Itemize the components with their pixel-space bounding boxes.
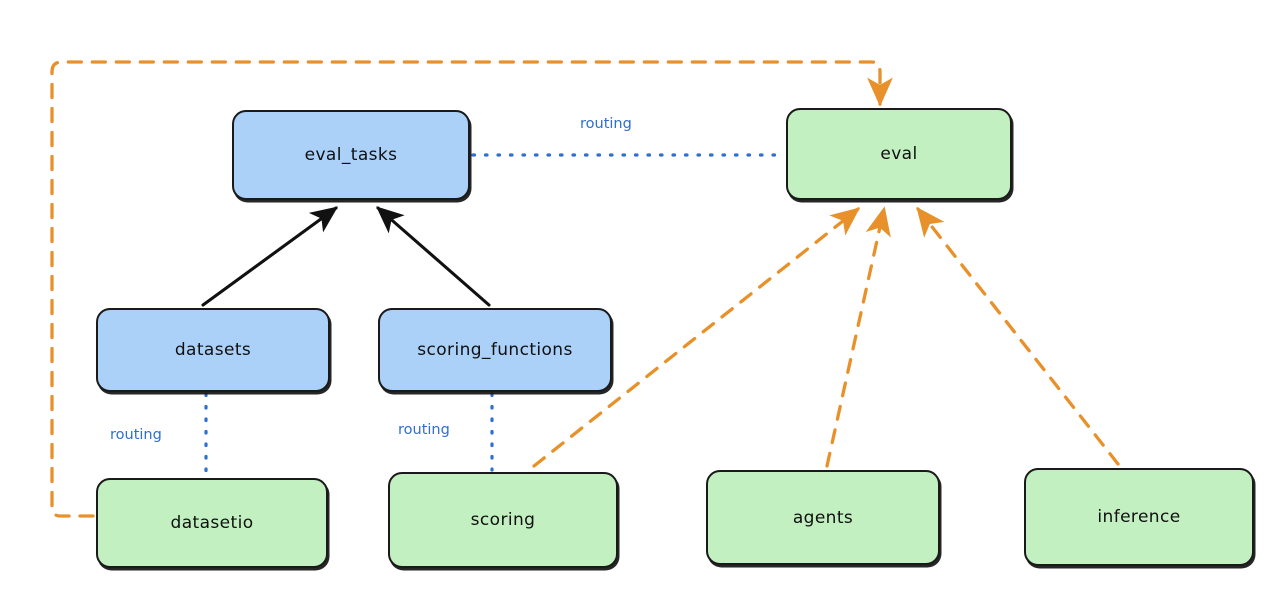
edge-inference-to-eval [916,206,1120,466]
node-label-inference: inference [1097,507,1181,527]
node-label-agents: agents [792,507,854,528]
node-label-datasetio: datasetio [170,513,254,533]
node-inference[interactable]: inference [1024,468,1254,566]
node-label-datasets: datasets [174,340,252,360]
node-label-scoring: scoring [470,510,536,530]
node-scoring[interactable]: scoring [388,472,618,568]
node-scoring-functions[interactable]: scoring_functions [378,308,612,392]
edge-datasetio-to-eval [50,60,893,518]
edge-datasets-to-eval-tasks [201,206,339,307]
node-label-eval-tasks: eval_tasks [304,145,398,165]
edge-scoring-functions-to-eval-tasks [376,206,491,307]
edge-label-routing-scoring-functions: routing [398,422,450,438]
node-eval-tasks[interactable]: eval_tasks [232,110,470,200]
edge-label-routing-datasets: routing [110,427,162,443]
edge-agents-to-eval [825,206,891,468]
node-eval[interactable]: eval [786,108,1012,200]
node-datasetio[interactable]: datasetio [96,478,328,568]
node-label-eval: eval [880,144,918,164]
node-label-scoring-functions: scoring_functions [417,340,573,360]
edge-label-routing-eval-tasks: routing [580,116,632,132]
node-agents[interactable]: agents [706,470,940,565]
edge-scoring-to-eval [532,207,861,468]
node-datasets[interactable]: datasets [96,308,330,392]
